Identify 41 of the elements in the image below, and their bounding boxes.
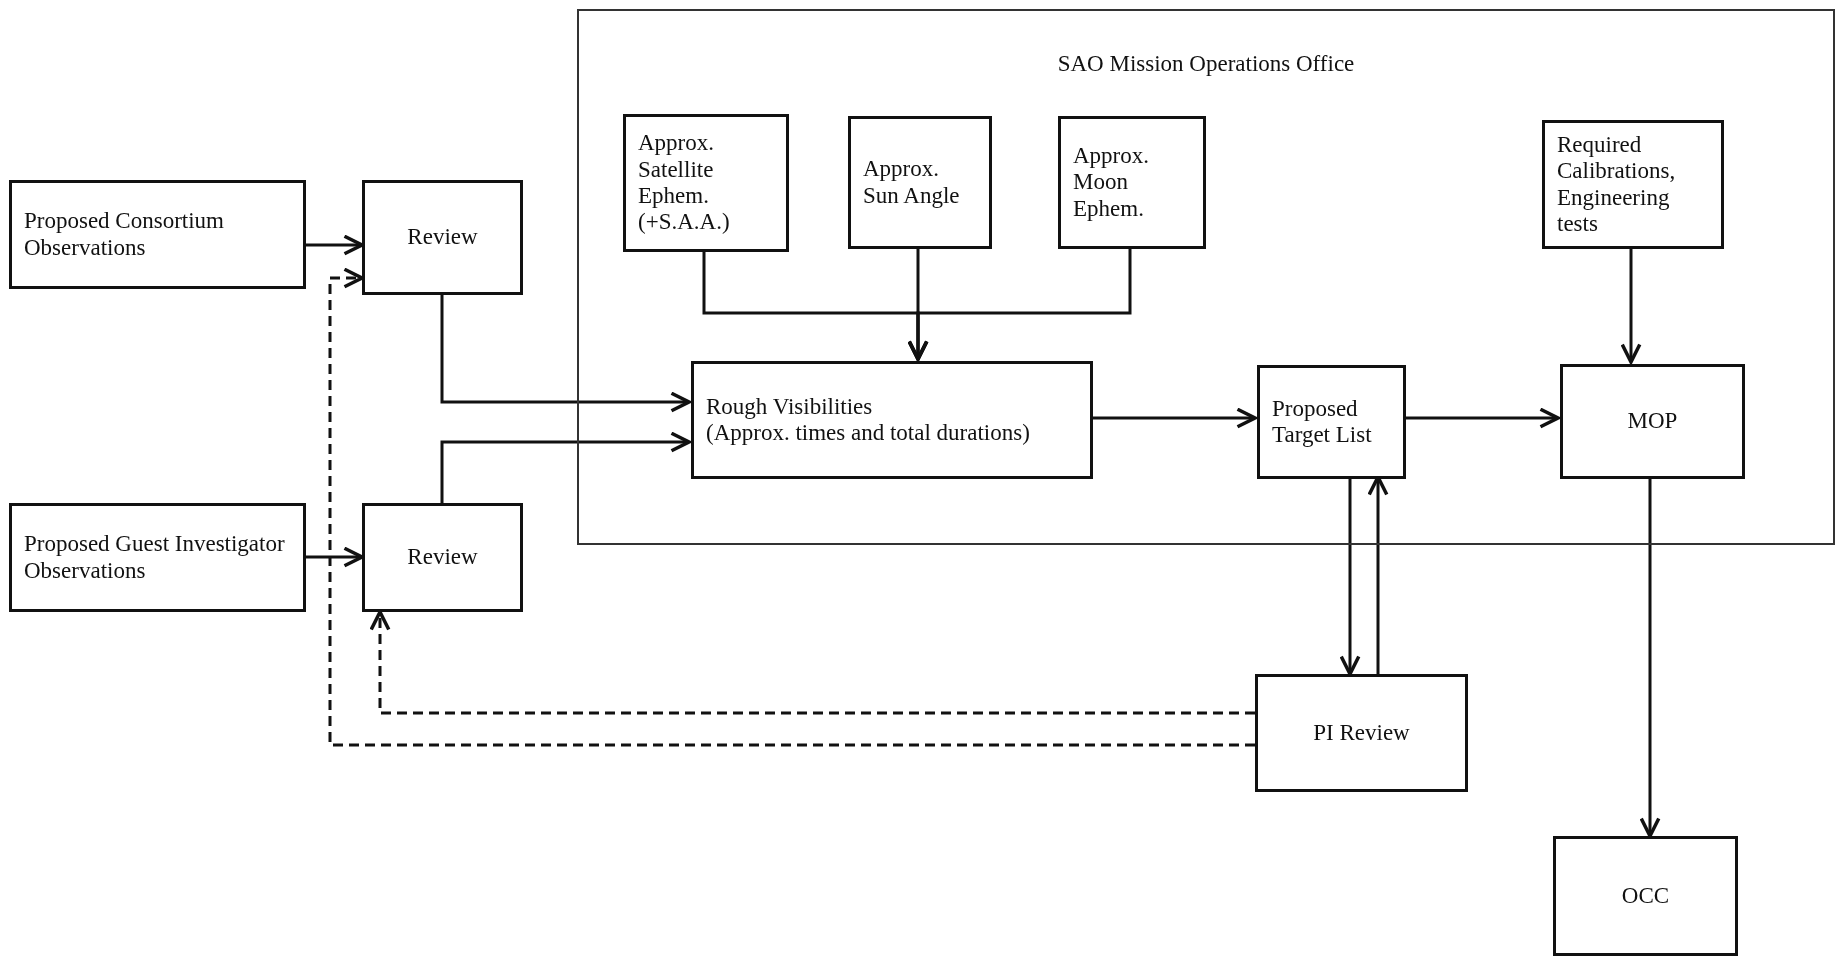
box-label: Proposed Consortium Observations [24,208,225,261]
dashed-arrow [328,267,1255,747]
process-box [1560,364,1745,479]
arrow [440,295,691,413]
box-label: Proposed Guest Investigator Observations [24,531,286,584]
process-box [691,361,1093,479]
box-label: Approx. Satellite Ephem. (+S.A.A.) [638,130,731,236]
group-frame [577,9,1835,545]
group-title: SAO Mission Operations Office [1056,51,1356,78]
box-label: Review [406,544,479,571]
arrow [907,247,1132,361]
box-label: Approx. Sun Angle [863,156,961,209]
process-box [1058,116,1206,249]
process-box [1542,120,1724,249]
arrow [1620,247,1642,364]
process-box [9,503,306,612]
box-label: Proposed Target List [1272,395,1373,449]
arrow [440,431,691,503]
process-box [1257,365,1406,479]
box-label: Review [406,224,479,251]
arrow [1404,407,1560,429]
box-label: Required Calibrations, Engineering tests [1557,131,1677,238]
box-label: PI Review [1312,719,1411,747]
box-label: Rough Visibilities [706,393,874,420]
box-label: Approx. Moon Ephem. [1073,142,1151,223]
dashed-arrow [369,610,1255,715]
arrow [1639,477,1661,838]
box-label: OCC [1620,882,1671,910]
process-box [362,503,523,612]
arrow [306,546,364,568]
process-box [9,180,306,289]
box-note: (Approx. times and total durations) [706,420,1031,447]
process-box [1255,674,1468,792]
process-box [623,114,789,252]
process-box [848,116,992,249]
arrow [306,234,364,256]
process-box [1553,836,1738,956]
box-label: MOP [1626,408,1679,435]
arrow [1339,477,1361,676]
process-box [362,180,523,295]
arrow [1091,407,1257,429]
